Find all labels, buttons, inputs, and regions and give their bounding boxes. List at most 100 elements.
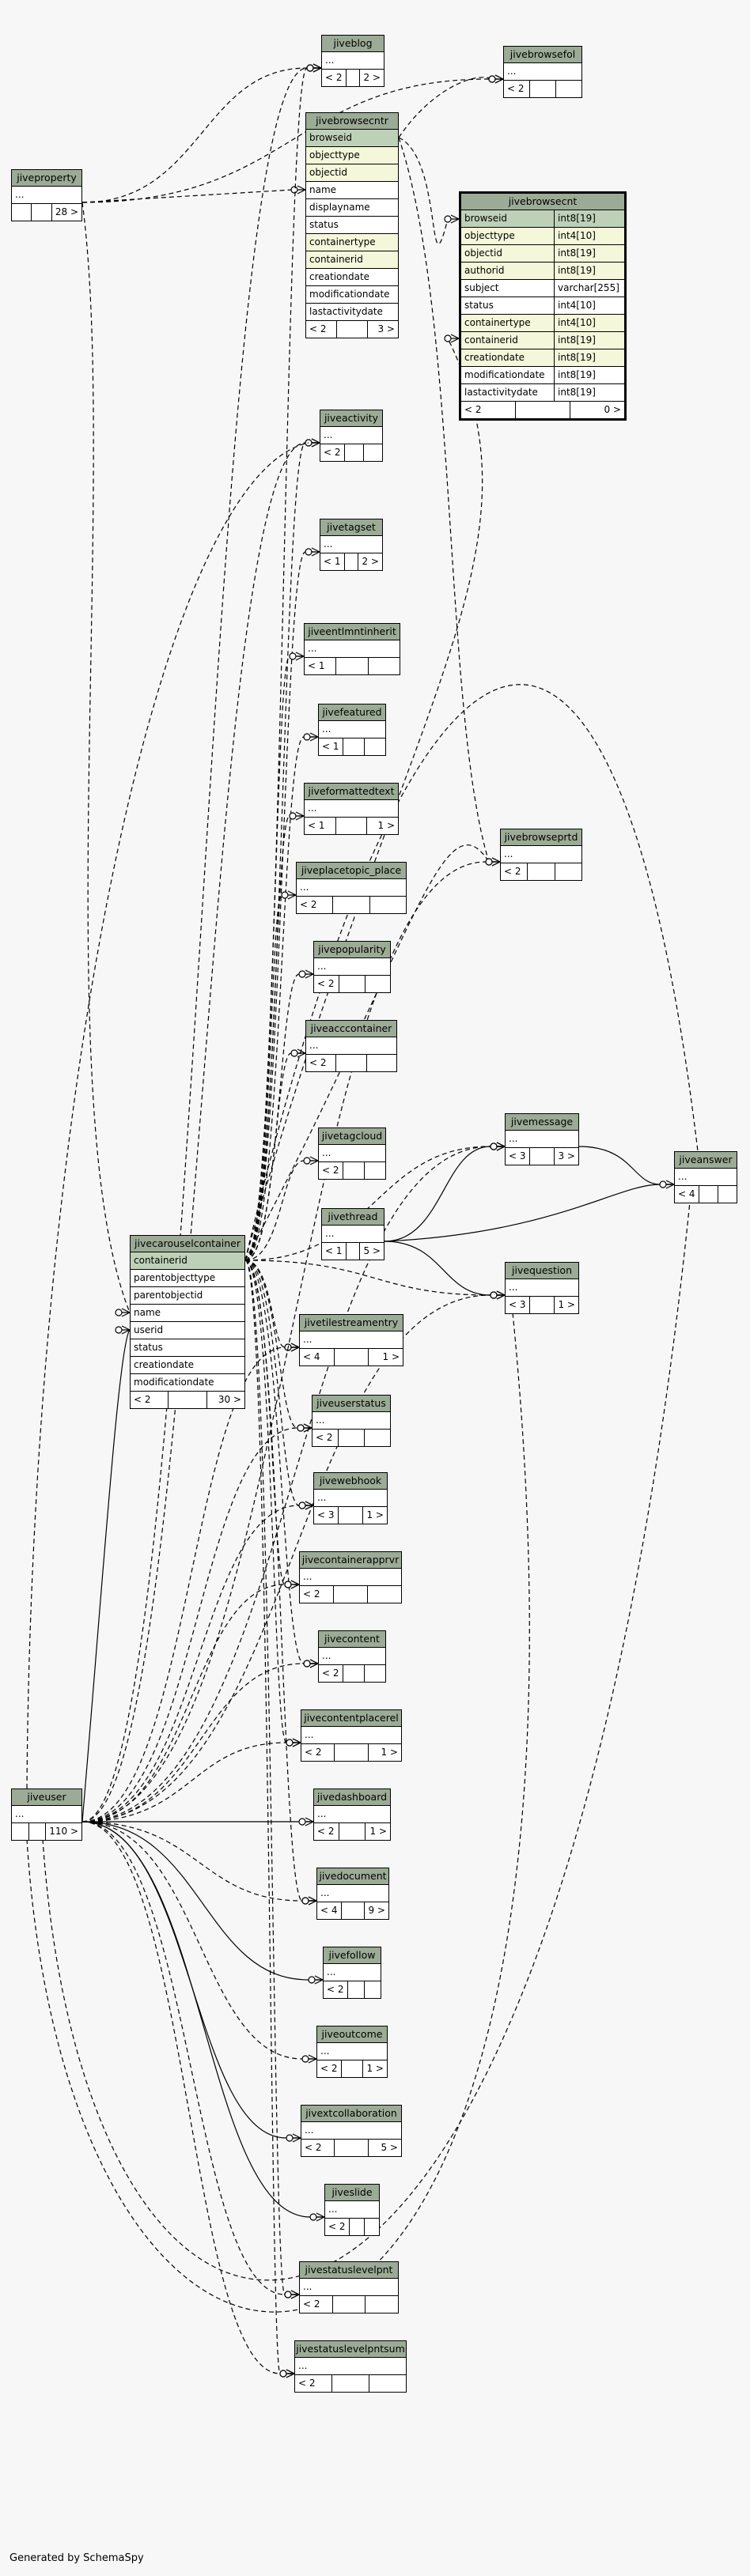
table-title[interactable]: jivebrowsecntr	[306, 113, 398, 130]
table-title[interactable]: jivecarouselcontainer	[131, 1236, 244, 1252]
column-row[interactable]: ...	[314, 1806, 390, 1823]
table-title[interactable]: jiveslide	[325, 2185, 379, 2201]
column-row[interactable]: ...	[319, 1145, 385, 1162]
column-row[interactable]: ...	[319, 1648, 385, 1665]
column-row[interactable]: ...	[319, 721, 385, 738]
column-row[interactable]: ...	[306, 1037, 396, 1055]
table-title[interactable]: jivebrowseprtd	[501, 829, 581, 846]
table-title[interactable]: jivecontent	[319, 1631, 385, 1648]
table-title[interactable]: jivefollow	[324, 1947, 381, 1964]
column-row[interactable]: ...	[322, 1226, 384, 1243]
column-row[interactable]: ...	[320, 536, 382, 553]
column-row[interactable]: ...	[301, 2122, 401, 2140]
table-title[interactable]: jiveentlmntinherit	[305, 624, 400, 640]
table-jivefeatured[interactable]: jivefeatured...< 1	[318, 704, 386, 756]
table-jivecontainerapprvr[interactable]: jivecontainerapprvr...< 2	[299, 1551, 402, 1603]
column-row[interactable]: ...	[12, 187, 81, 204]
table-title[interactable]: jivemessage	[506, 1114, 578, 1131]
table-title[interactable]: jivetagset	[320, 519, 382, 536]
table-title[interactable]: jivetilestreamentry	[300, 1315, 403, 1331]
column-row[interactable]: ...	[325, 2201, 379, 2219]
table-title[interactable]: jiveactivity	[320, 410, 382, 427]
table-jiveproperty[interactable]: jiveproperty...28 >	[11, 169, 82, 221]
column-row[interactable]: ...	[506, 1279, 578, 1297]
table-title[interactable]: jiveblog	[322, 36, 384, 52]
table-title[interactable]: jivextcollaboration	[301, 2106, 401, 2122]
table-title[interactable]: jivebrowsecnt	[461, 194, 624, 210]
table-jivebrowsefol[interactable]: jivebrowsefol...< 2	[503, 46, 582, 98]
table-title[interactable]: jivedocument	[317, 1868, 388, 1885]
column-row[interactable]: ...	[314, 958, 390, 976]
column-row[interactable]: displayname	[306, 199, 398, 217]
table-jivestatuslevelpntsum[interactable]: jivestatuslevelpntsum...< 2	[294, 2340, 407, 2393]
column-row[interactable]: ...	[295, 2358, 406, 2375]
table-title[interactable]: jivepopularity	[314, 942, 390, 958]
table-jivetagcloud[interactable]: jivetagcloud...< 2	[318, 1127, 386, 1180]
column-row[interactable]: ...	[317, 2043, 387, 2060]
table-jiveanswer[interactable]: jiveanswer...< 4	[674, 1151, 737, 1203]
column-row[interactable]: creationdate	[306, 269, 398, 286]
column-row[interactable]: status	[306, 217, 398, 234]
column-row[interactable]: parentobjecttype	[131, 1270, 244, 1287]
table-jiveactivity[interactable]: jiveactivity...< 2	[320, 410, 383, 462]
column-row[interactable]: modificationdate	[131, 1374, 244, 1392]
table-title[interactable]: jivestatuslevelpnt	[300, 2262, 398, 2279]
column-row[interactable]: ...	[675, 1169, 737, 1186]
table-title[interactable]: jivebrowsefol	[504, 47, 581, 63]
column-row[interactable]: ...	[300, 1569, 401, 1586]
column-row[interactable]: ...	[314, 1490, 387, 1507]
column-row[interactable]: userid	[131, 1322, 244, 1339]
table-title[interactable]: jiveuserstatus	[312, 1396, 390, 1412]
column-row[interactable]: ...	[504, 63, 581, 81]
table-title[interactable]: jiveplacetopic_place	[297, 863, 406, 879]
column-row[interactable]: ...	[312, 1412, 390, 1430]
column-row[interactable]: modificationdate	[306, 286, 398, 304]
column-row[interactable]: ...	[305, 800, 398, 818]
column-row[interactable]: ...	[317, 1885, 388, 1902]
table-title[interactable]: jiveanswer	[675, 1152, 737, 1169]
column-row[interactable]: parentobjectid	[131, 1287, 244, 1305]
column-row[interactable]: browseid	[306, 130, 398, 147]
table-title[interactable]: jiveproperty	[12, 170, 81, 187]
column-row[interactable]: ...	[300, 2279, 398, 2296]
table-jivecontent[interactable]: jivecontent...< 2	[318, 1630, 386, 1683]
table-jiveslide[interactable]: jiveslide...< 2	[324, 2184, 380, 2236]
column-row[interactable]: status	[131, 1339, 244, 1357]
table-jiveuser[interactable]: jiveuser...110 >	[11, 1788, 82, 1841]
table-title[interactable]: jiveformattedtext	[305, 784, 398, 800]
table-title[interactable]: jivestatuslevelpntsum	[295, 2341, 406, 2358]
table-title[interactable]: jivedashboard	[314, 1789, 390, 1806]
column-row[interactable]: ...	[501, 846, 581, 863]
column-row[interactable]: name	[306, 182, 398, 199]
column-row[interactable]: lastactivitydate	[306, 304, 398, 321]
column-row[interactable]: ...	[305, 640, 400, 658]
column-row[interactable]: containertype	[306, 234, 398, 251]
column-row[interactable]: ...	[506, 1131, 578, 1148]
column-row[interactable]: ...	[300, 1331, 403, 1349]
column-row[interactable]: ...	[322, 52, 384, 70]
table-jivestatuslevelpnt[interactable]: jivestatuslevelpnt...< 2	[299, 2261, 399, 2313]
table-jiveplacetopic-place[interactable]: jiveplacetopic_place...< 2	[296, 862, 407, 914]
column-row[interactable]: creationdate	[131, 1357, 244, 1374]
table-title[interactable]: jivecontentplacerel	[301, 1710, 401, 1727]
table-title[interactable]: jivecontainerapprvr	[300, 1552, 401, 1569]
table-jivepopularity[interactable]: jivepopularity...< 2	[313, 941, 391, 993]
